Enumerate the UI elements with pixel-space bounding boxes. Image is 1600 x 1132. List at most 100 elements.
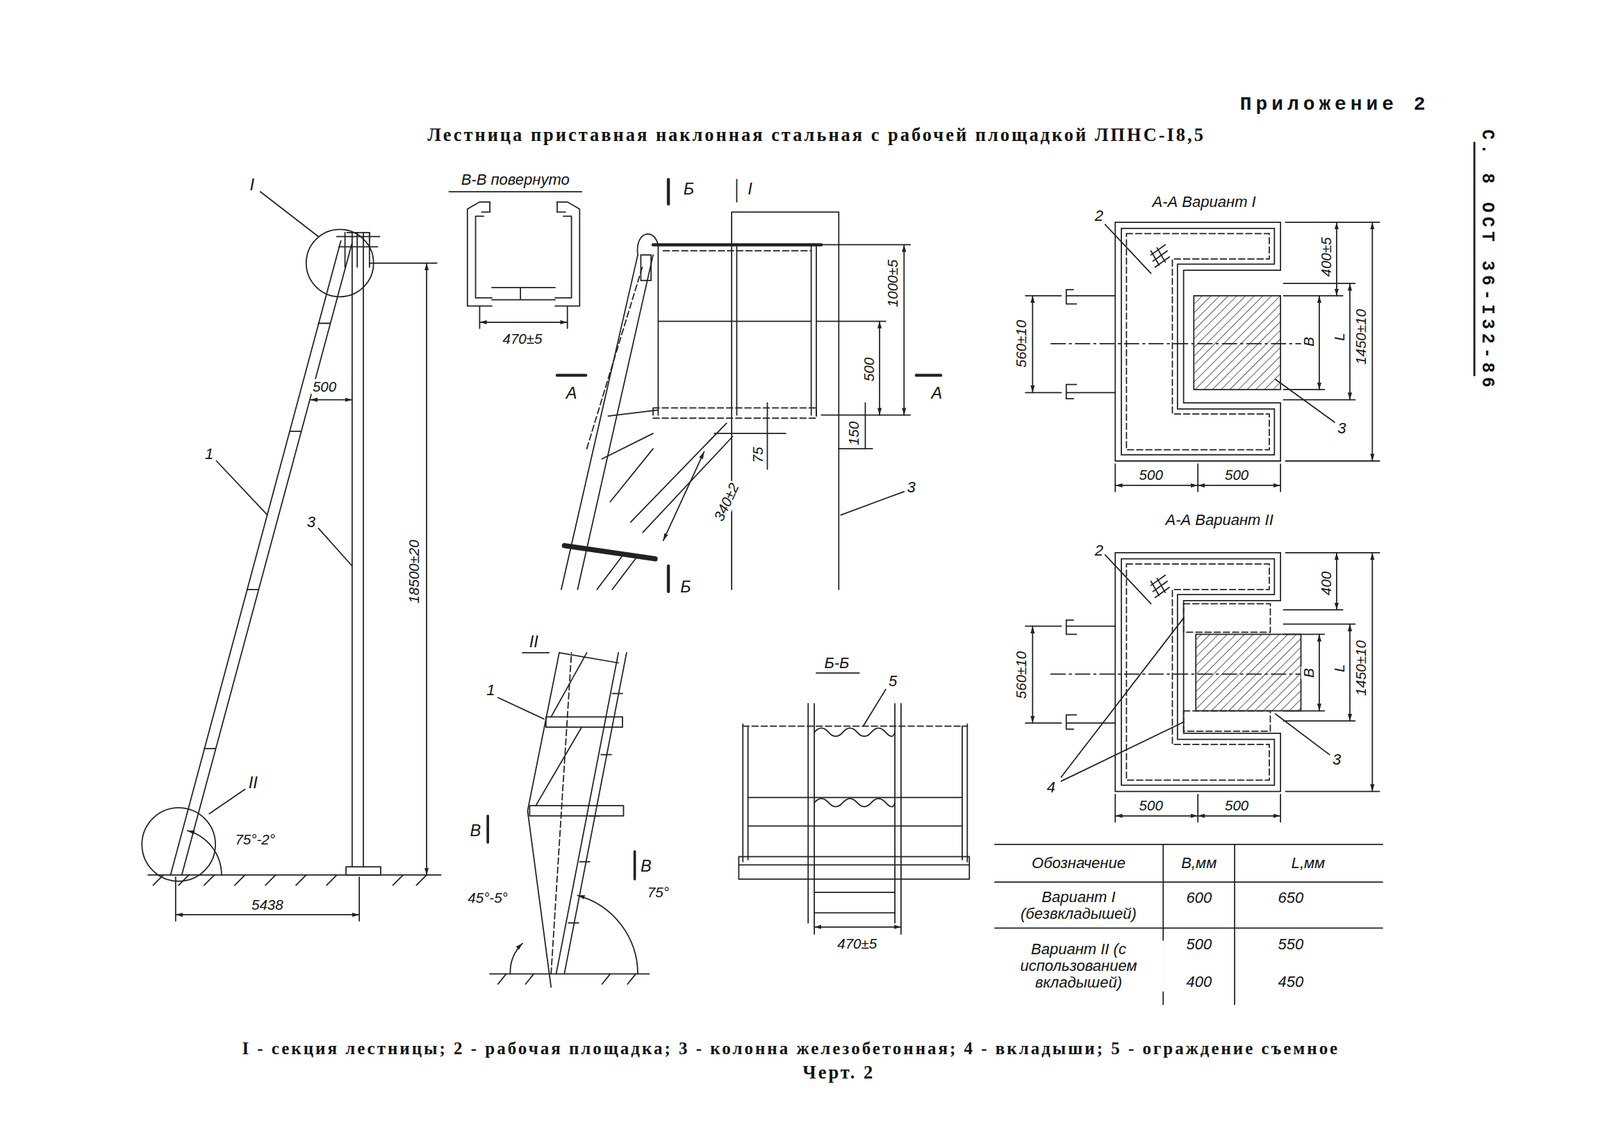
section-v-v	[448, 191, 582, 329]
section-b-b	[807, 703, 902, 924]
detail-i	[838, 402, 872, 449]
callout-number: 3	[1335, 420, 1348, 437]
section-b-b	[748, 797, 963, 827]
table-cell: Вариант I (безвкладышей)	[1000, 889, 1157, 923]
view-label: Б-Б	[822, 655, 851, 672]
platform-plan-v1	[1115, 222, 1281, 462]
table-cell: 400	[1184, 974, 1214, 991]
platform-plan-v2-column	[1335, 553, 1338, 610]
detail-i	[878, 321, 881, 416]
dimension-label: 560±10	[1013, 650, 1030, 701]
view-label: I	[746, 180, 754, 199]
sheet-number-rule	[1473, 143, 1476, 376]
platform-plan-v2-column	[1060, 618, 1184, 782]
dimension-label: 560±10	[1013, 318, 1030, 369]
platform-plan-v2-column	[1195, 634, 1301, 711]
callout-number: 3	[905, 479, 917, 497]
platform-plan-v1-column	[1193, 222, 1355, 423]
angle-label: 75°-2°	[233, 831, 277, 848]
platform-plan-v2-column	[1060, 553, 1355, 782]
detail-i	[657, 244, 817, 415]
detail-ii	[550, 653, 572, 975]
platform-plan-v2	[1151, 575, 1170, 598]
drawing-title: Лестница приставная наклонная стальная с…	[425, 125, 1207, 146]
detail-ii	[527, 653, 560, 988]
section-b-b	[738, 857, 970, 880]
section-v-v	[479, 321, 567, 324]
detail-ii	[556, 653, 627, 975]
drawing-number: Черт. 2	[801, 1063, 877, 1084]
table-cell: 600	[1184, 889, 1214, 906]
view-label: I	[248, 176, 257, 195]
dimension-label: 500	[1223, 798, 1250, 815]
dimension-label: 1450±10	[1353, 639, 1370, 698]
detail-i	[736, 179, 738, 202]
dimension-label: 470±5	[835, 935, 879, 952]
platform-plan-v2	[1115, 815, 1198, 818]
detail-ii	[487, 816, 635, 880]
detail-ii	[577, 895, 638, 975]
detail-i	[557, 179, 941, 592]
platform-plan-v1	[1025, 295, 1061, 394]
detail-ii	[489, 974, 649, 976]
detail-i	[564, 546, 656, 560]
section-mark: Б	[678, 578, 692, 597]
section-v-v	[479, 306, 567, 329]
platform-plan-v2-column	[1275, 714, 1330, 756]
detail-i	[714, 402, 786, 469]
dimension-label: В	[1301, 335, 1318, 349]
detail-ii	[509, 943, 523, 975]
platform-plan-v2	[1025, 553, 1380, 823]
angle-label: 45°-5°	[466, 889, 510, 906]
callout-number: 4	[1045, 779, 1057, 797]
main-view	[175, 914, 360, 916]
dimension-label: 340±2	[710, 479, 743, 525]
callout-number: 3	[1331, 751, 1343, 769]
callout-number: 1	[484, 682, 497, 699]
table-cell: 500	[1184, 936, 1214, 954]
dimension-label: 400	[1318, 570, 1335, 597]
sheet-number: С. 8 ОСТ 36-I32-86	[1477, 127, 1496, 394]
section-b-b	[814, 892, 895, 913]
table-cell: Вариант II (с использованием вкладышей)	[992, 941, 1164, 993]
platform-plan-v2	[1025, 626, 1061, 724]
main-view	[425, 263, 428, 876]
platform-plan-v1-column	[1275, 379, 1335, 423]
section-mark: А	[929, 384, 944, 403]
dimension-label: В	[1301, 667, 1318, 681]
platform-plan-v1	[1105, 224, 1152, 274]
section-v-v	[491, 287, 556, 301]
callout-number: 2	[1093, 542, 1105, 560]
section-b-b	[814, 923, 902, 935]
section-mark: В	[468, 822, 483, 841]
detail-i	[731, 211, 839, 590]
section-mark: Б	[682, 180, 696, 199]
platform-plan-v1-column	[1335, 222, 1338, 296]
platform-plan-v1	[1031, 295, 1034, 394]
caption: I - секция лестницы; 2 - рабочая площадк…	[240, 1039, 1341, 1059]
dimension-label: 500	[861, 356, 878, 383]
page-header: Приложение 2	[1238, 94, 1432, 117]
detail-i	[587, 265, 644, 449]
section-b-b	[863, 689, 886, 727]
detail-ii	[522, 652, 549, 654]
platform-plan-v2	[1115, 794, 1281, 823]
platform-plan-v1-column	[1193, 295, 1281, 390]
main-view	[170, 241, 352, 876]
main-view	[345, 867, 381, 876]
dimension-label: 5438	[250, 896, 285, 913]
detail-ii	[568, 694, 623, 924]
main-view	[152, 875, 427, 886]
detail-i	[653, 407, 817, 419]
dimension-label: 500	[1223, 467, 1250, 484]
view-label: II	[247, 774, 260, 793]
view-label: А-А Вариант II	[1164, 512, 1275, 529]
table-cell: В,мм	[1179, 854, 1218, 872]
platform-plan-v1	[1115, 464, 1281, 492]
section-b-b	[814, 926, 902, 929]
main-view	[306, 229, 374, 297]
detail-i	[596, 555, 638, 590]
callout-number: 1	[203, 445, 215, 463]
detail-ii	[546, 716, 623, 728]
platform-plan-v1	[1151, 244, 1170, 267]
